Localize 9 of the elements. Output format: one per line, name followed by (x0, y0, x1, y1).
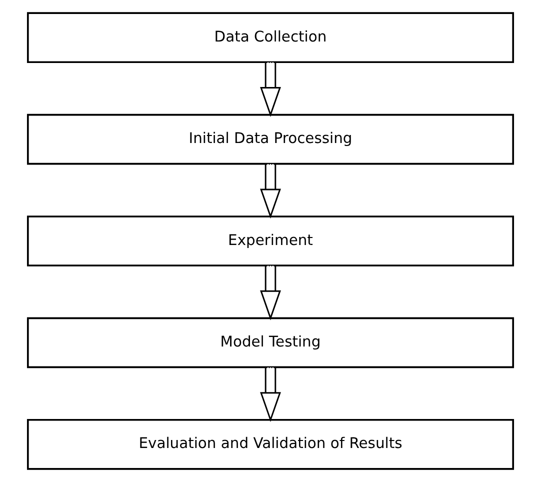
node-box: Initial Data Processing (26, 114, 514, 165)
arrow (260, 367, 281, 422)
node-box: Model Testing (26, 317, 514, 368)
arrow (260, 62, 281, 117)
arrow (260, 164, 281, 219)
node-box: Data Collection (26, 12, 514, 64)
node-box: Experiment (26, 216, 514, 266)
node-box: Evaluation and Validation of Results (26, 418, 514, 470)
arrow (260, 266, 281, 320)
